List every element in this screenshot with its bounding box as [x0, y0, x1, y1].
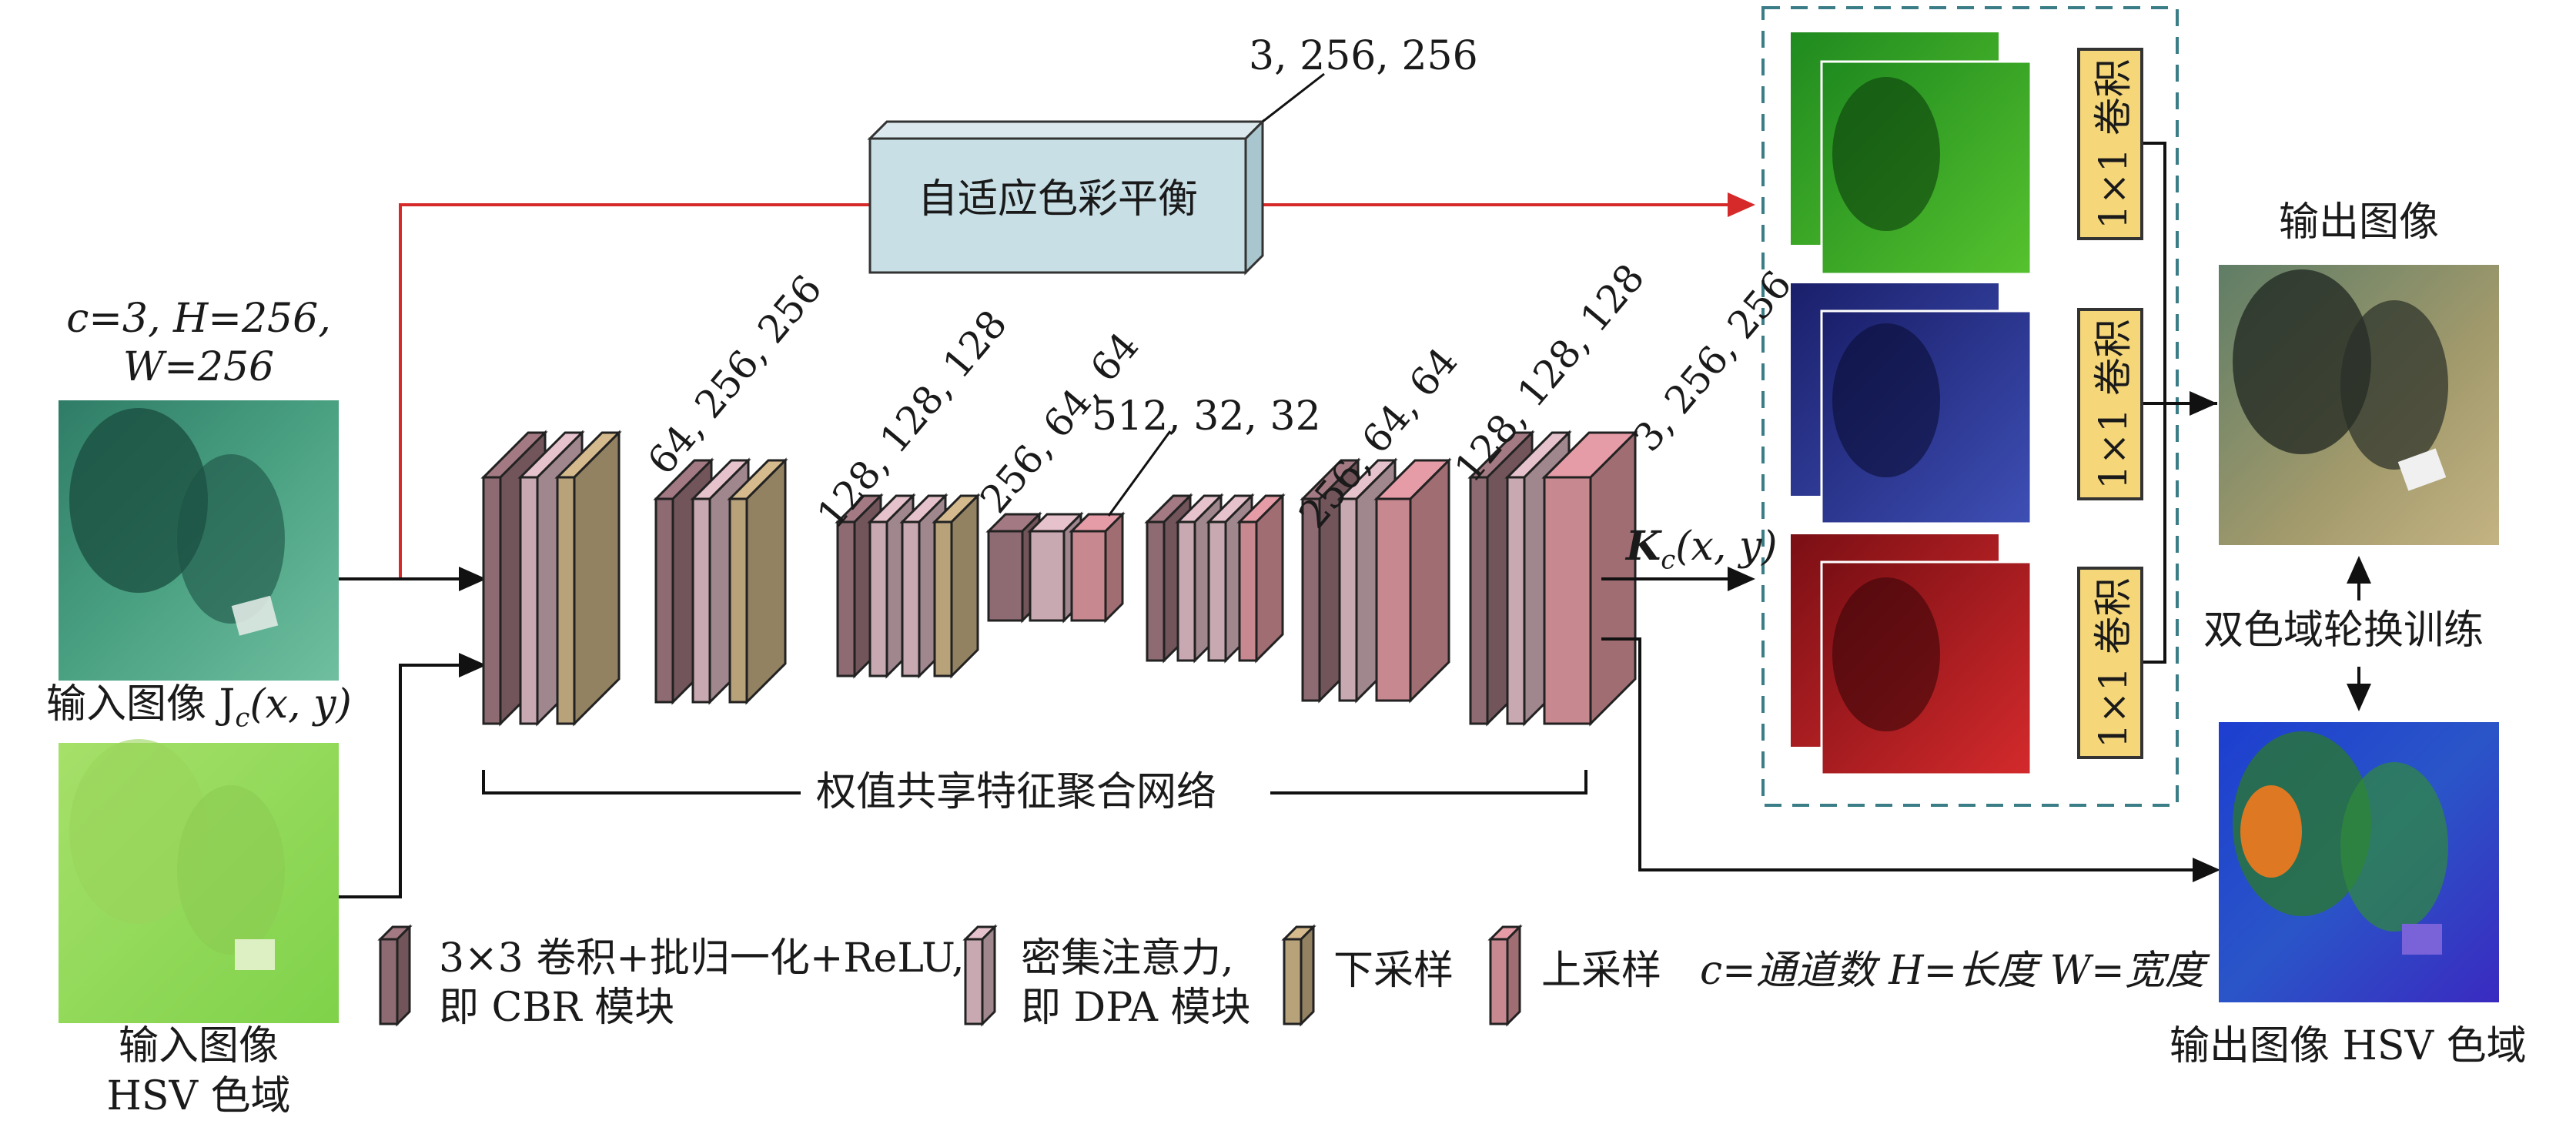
layer-7-up-3	[1541, 430, 1638, 727]
green-channel-images	[1791, 32, 2032, 276]
kc-label: Kc(x, y)	[1626, 523, 1778, 576]
swap-training-label: 双色域轮换训练	[2203, 607, 2484, 654]
adaptive-color-balance-box	[867, 119, 1266, 276]
input-hsv-caption-2: HSV 色域	[106, 1073, 291, 1119]
legend-cbr-1: 3×3 卷积+批归一化+ReLU,	[439, 935, 965, 982]
layer-6-up-3	[1373, 457, 1452, 704]
input-hsv-caption-1: 输入图像	[118, 1023, 279, 1069]
output-hsv-caption: 输出图像 HSV 色域	[2170, 1023, 2527, 1069]
legend-swatch-cbr	[377, 924, 413, 1027]
network-bracket	[482, 770, 1587, 794]
layer-4-up-3	[1069, 511, 1126, 624]
input-hsv-image	[59, 739, 339, 1023]
conv1x1-green: 1×1 卷积	[2077, 48, 2143, 240]
bottleneck-dims-leader	[1107, 430, 1172, 517]
acb-label: 自适应色彩平衡	[917, 176, 1198, 222]
channel-split-region	[1761, 6, 2179, 807]
layer-dims-bottleneck: 512, 32, 32	[1092, 393, 1321, 440]
output-image	[2219, 265, 2499, 545]
hsv-output-arrow	[1601, 637, 2220, 882]
legend-dpa-2: 即 DPA 模块	[1021, 985, 1251, 1031]
layer-2-down-3	[727, 457, 788, 705]
layer-5-up-4	[1236, 493, 1286, 664]
layer-1-down-3	[554, 430, 622, 727]
conv1x1-red: 1×1 卷积	[2077, 567, 2143, 759]
input-dims-line1: c=3, H=256,	[66, 296, 331, 342]
hsv-input-arrow	[339, 653, 487, 898]
layer-3-down-4	[932, 493, 981, 679]
acb-dims-leader	[1262, 72, 1325, 123]
legend-cbr-2: 即 CBR 模块	[439, 985, 675, 1031]
legend-swatch-dpa	[962, 924, 998, 1027]
legend-notation: c=通道数 H=长度 W=宽度	[1700, 948, 2205, 994]
red-channel-images	[1791, 534, 2032, 776]
acb-dims: 3, 256, 256	[1249, 33, 1478, 79]
input-image	[59, 400, 339, 681]
output-hsv-image	[2219, 722, 2499, 1002]
legend-dpa-1: 密集注意力,	[1021, 935, 1234, 982]
legend-swatch-down	[1281, 924, 1316, 1027]
output-title: 输出图像	[2278, 199, 2439, 246]
legend-swatch-up	[1487, 924, 1523, 1027]
conv1x1-blue: 1×1 卷积	[2077, 308, 2143, 500]
input-dims-line2: W=256	[122, 344, 275, 390]
network-layers	[480, 430, 1638, 727]
legend-up: 上采样	[1541, 948, 1662, 994]
input-image-caption: 输入图像 Jc(x, y)	[46, 681, 352, 734]
legend-swatches	[377, 924, 1523, 1027]
network-label: 权值共享特征聚合网络	[816, 769, 1217, 815]
blue-channel-images	[1791, 283, 2032, 525]
legend-down: 下采样	[1333, 948, 1454, 994]
